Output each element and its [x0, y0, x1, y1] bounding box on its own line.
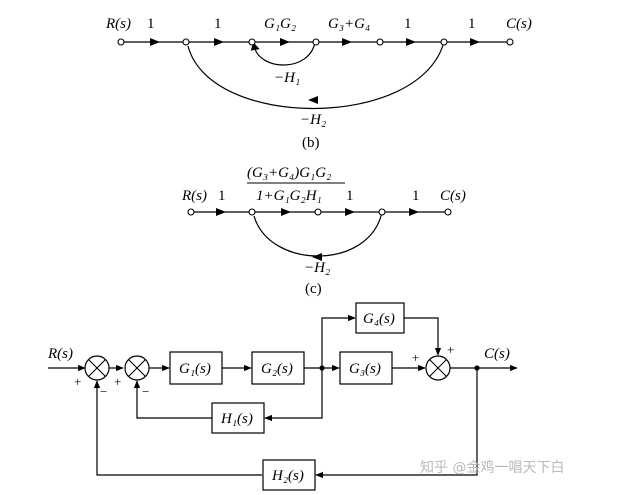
panel-b-gain-label: 1: [468, 16, 476, 32]
panel-c-signal-flow-graph: R(s) 1 (G₃+G₄)G₁G₂ 1+G₁G₂H₁ 1 1 C(s) −H₂…: [181, 165, 466, 297]
g4-branch-line: [321, 314, 356, 368]
panel-b-arrow-1: [150, 38, 160, 46]
block-g3: [339, 351, 393, 385]
panel-c-node: [314, 208, 322, 216]
panel-b-gain-label: G₁G₂: [264, 16, 296, 32]
panel-c-arrow-1: [216, 208, 226, 216]
h2-feedback-out-line: [93, 380, 262, 476]
sum2-minus-sign: −: [142, 384, 149, 399]
panel-b-inner-loop: [253, 41, 316, 66]
sum3-top-plus-sign: +: [447, 342, 454, 357]
panel-b-arrow-5: [406, 38, 416, 46]
panel-b-node: [440, 38, 448, 46]
panel-c-fraction-denominator: 1+G₁G₂H₁: [256, 188, 322, 204]
panel-c-node-input: [187, 208, 195, 216]
panel-b-inner-feedback-label: −H₁: [274, 70, 300, 86]
panel-b-output-label: C(s): [506, 16, 532, 32]
panel-b-gain-label: G₃+G₄: [328, 16, 370, 32]
panel-b-outer-feedback-label: −H₂: [300, 112, 326, 128]
panel-c-input-label: R(s): [181, 188, 207, 204]
panel-c-fraction-numerator: (G₃+G₄)G₁G₂: [247, 165, 331, 181]
panel-b-arrow-3: [280, 38, 290, 46]
panel-b-arrow-4: [342, 38, 352, 46]
panel-b-gain-label: 1: [404, 16, 412, 32]
panel-c-node-output: [444, 208, 452, 216]
panel-c-feedback-arrow: [312, 253, 322, 261]
panel-c-arrow-2: [281, 208, 291, 216]
panel-b-gain-label: 1: [147, 16, 155, 32]
g4-to-sum3-line: [404, 317, 442, 356]
block-h2: [262, 459, 316, 491]
panel-b-node: [312, 38, 320, 46]
panel-c-arrow-3: [345, 208, 355, 216]
panel-c-gain-label: 1: [218, 188, 226, 204]
block-h2-label: H₂(s): [271, 468, 304, 484]
panel-b-outer-loop-arrow: [308, 96, 318, 104]
panel-c-caption: (c): [305, 281, 322, 297]
watermark: 知乎 @金鸡一唱天下白: [420, 459, 564, 476]
panel-c-feedback-loop: [253, 211, 383, 257]
panel-b-caption: (b): [302, 135, 320, 151]
panel-c-output-label: C(s): [440, 188, 466, 204]
panel-b-node: [248, 38, 256, 46]
panel-b-arrow-2: [214, 38, 224, 46]
branch-point: [319, 365, 325, 371]
h2-feedback-in-line: [315, 368, 478, 479]
h1-feedback-out-line: [133, 380, 212, 419]
panel-b-arrow-6: [470, 38, 480, 46]
panel-b-input-label: R(s): [105, 16, 131, 32]
block-g4-label: G₄(s): [363, 311, 395, 327]
panel-c-node: [378, 208, 386, 216]
sum3-left-plus-sign: +: [412, 350, 419, 365]
block-g1: [169, 351, 223, 385]
panel-b-node-output: [506, 38, 514, 46]
panel-b-gain-label: 1: [214, 16, 222, 32]
summing-junction-2: [124, 355, 150, 381]
panel-b-outer-loop: [187, 41, 445, 110]
sum1-plus-sign: +: [74, 374, 81, 389]
panel-b-signal-flow-graph: R(s) 1 1 G₁G₂ G₃+G₄ 1 1 C(s) −H₁ −H₂ (b): [105, 16, 532, 151]
block-g1-label: G₁(s): [179, 361, 211, 377]
h1-feedback-in-line: [264, 368, 323, 422]
block-h1: [211, 402, 265, 434]
panel-c-gain-label: 1: [346, 188, 354, 204]
block-g3-label: G₃(s): [349, 361, 381, 377]
block-output-label: C(s): [484, 346, 510, 362]
block-g4: [355, 302, 405, 334]
block-input-label: R(s): [47, 346, 73, 362]
sum1-minus-sign: −: [100, 384, 107, 399]
panel-b-node: [182, 38, 190, 46]
panel-c-arrow-4: [409, 208, 419, 216]
panel-c-node: [248, 208, 256, 216]
sum2-plus-sign: +: [114, 374, 121, 389]
panel-c-feedback-label: −H₂: [304, 260, 330, 276]
block-g2: [251, 351, 305, 385]
summing-junction-3: [425, 355, 451, 381]
block-h1-label: H₁(s): [220, 411, 253, 427]
panel-b-node-input: [117, 38, 125, 46]
branch-point: [474, 365, 480, 371]
panel-b-node: [376, 38, 384, 46]
panel-c-gain-label: 1: [412, 188, 420, 204]
block-diagram: G₁(s) G₂(s) G₃(s) G₄(s) H₁(s) H₂(s) R(s)…: [47, 302, 518, 491]
summing-junction-1: [84, 355, 110, 381]
block-g2-label: G₂(s): [261, 361, 293, 377]
